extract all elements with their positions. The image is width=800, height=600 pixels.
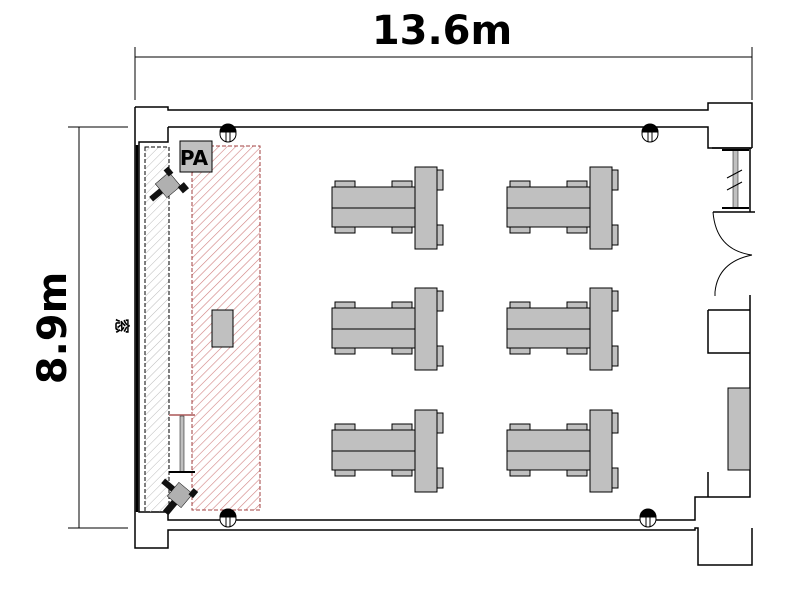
pa-box bbox=[179, 140, 213, 173]
window-area bbox=[144, 146, 170, 513]
table-group bbox=[331, 287, 444, 371]
outlet-icon bbox=[641, 123, 659, 143]
table-group bbox=[506, 409, 619, 493]
width-label: 13.6m bbox=[372, 8, 512, 54]
speaker-icon bbox=[149, 166, 190, 202]
depth-dimension bbox=[68, 126, 128, 529]
window-label: 窓 bbox=[113, 318, 131, 333]
outlet-icon bbox=[639, 508, 657, 528]
door bbox=[712, 211, 753, 296]
cabinet bbox=[727, 387, 751, 471]
table-group bbox=[331, 166, 444, 250]
screen bbox=[169, 414, 195, 473]
walls bbox=[134, 102, 755, 566]
table-group bbox=[506, 166, 619, 250]
depth-label: 8.9m bbox=[30, 272, 76, 385]
outlet-icon bbox=[219, 508, 237, 528]
table-group bbox=[506, 287, 619, 371]
width-dimension bbox=[134, 47, 753, 100]
speaker-icon bbox=[161, 478, 199, 516]
outlet-icon bbox=[219, 123, 237, 143]
pa-label: PA bbox=[180, 146, 209, 170]
door-closer bbox=[722, 149, 749, 209]
lectern bbox=[211, 309, 234, 348]
table-group bbox=[331, 409, 444, 493]
